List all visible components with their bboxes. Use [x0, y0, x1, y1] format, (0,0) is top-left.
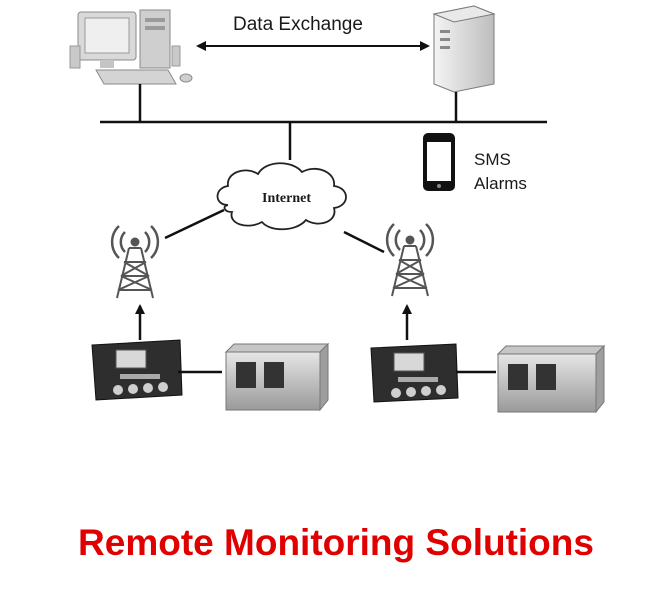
- antenna-tower-icon: [385, 223, 435, 297]
- generator-icon: [496, 344, 606, 414]
- desktop-computer-icon: [69, 9, 193, 85]
- footer-title: Remote Monitoring Solutions: [78, 522, 594, 563]
- link-right: [343, 230, 385, 254]
- internet-label: Internet: [262, 191, 311, 206]
- data-exchange-label: Data Exchange: [233, 14, 363, 35]
- network-bus: [100, 84, 547, 160]
- controller-panel-icon: [370, 343, 459, 403]
- link-left: [164, 208, 225, 240]
- generator-icon: [224, 342, 330, 412]
- controller-panel-icon: [91, 339, 183, 401]
- sms-label: SMS: [474, 150, 511, 169]
- alarms-label: Alarms: [474, 174, 527, 193]
- cloud-icon: [216, 162, 347, 231]
- server-icon: [432, 5, 496, 93]
- antenna-tower-icon: [110, 225, 160, 299]
- smartphone-icon: [423, 133, 455, 191]
